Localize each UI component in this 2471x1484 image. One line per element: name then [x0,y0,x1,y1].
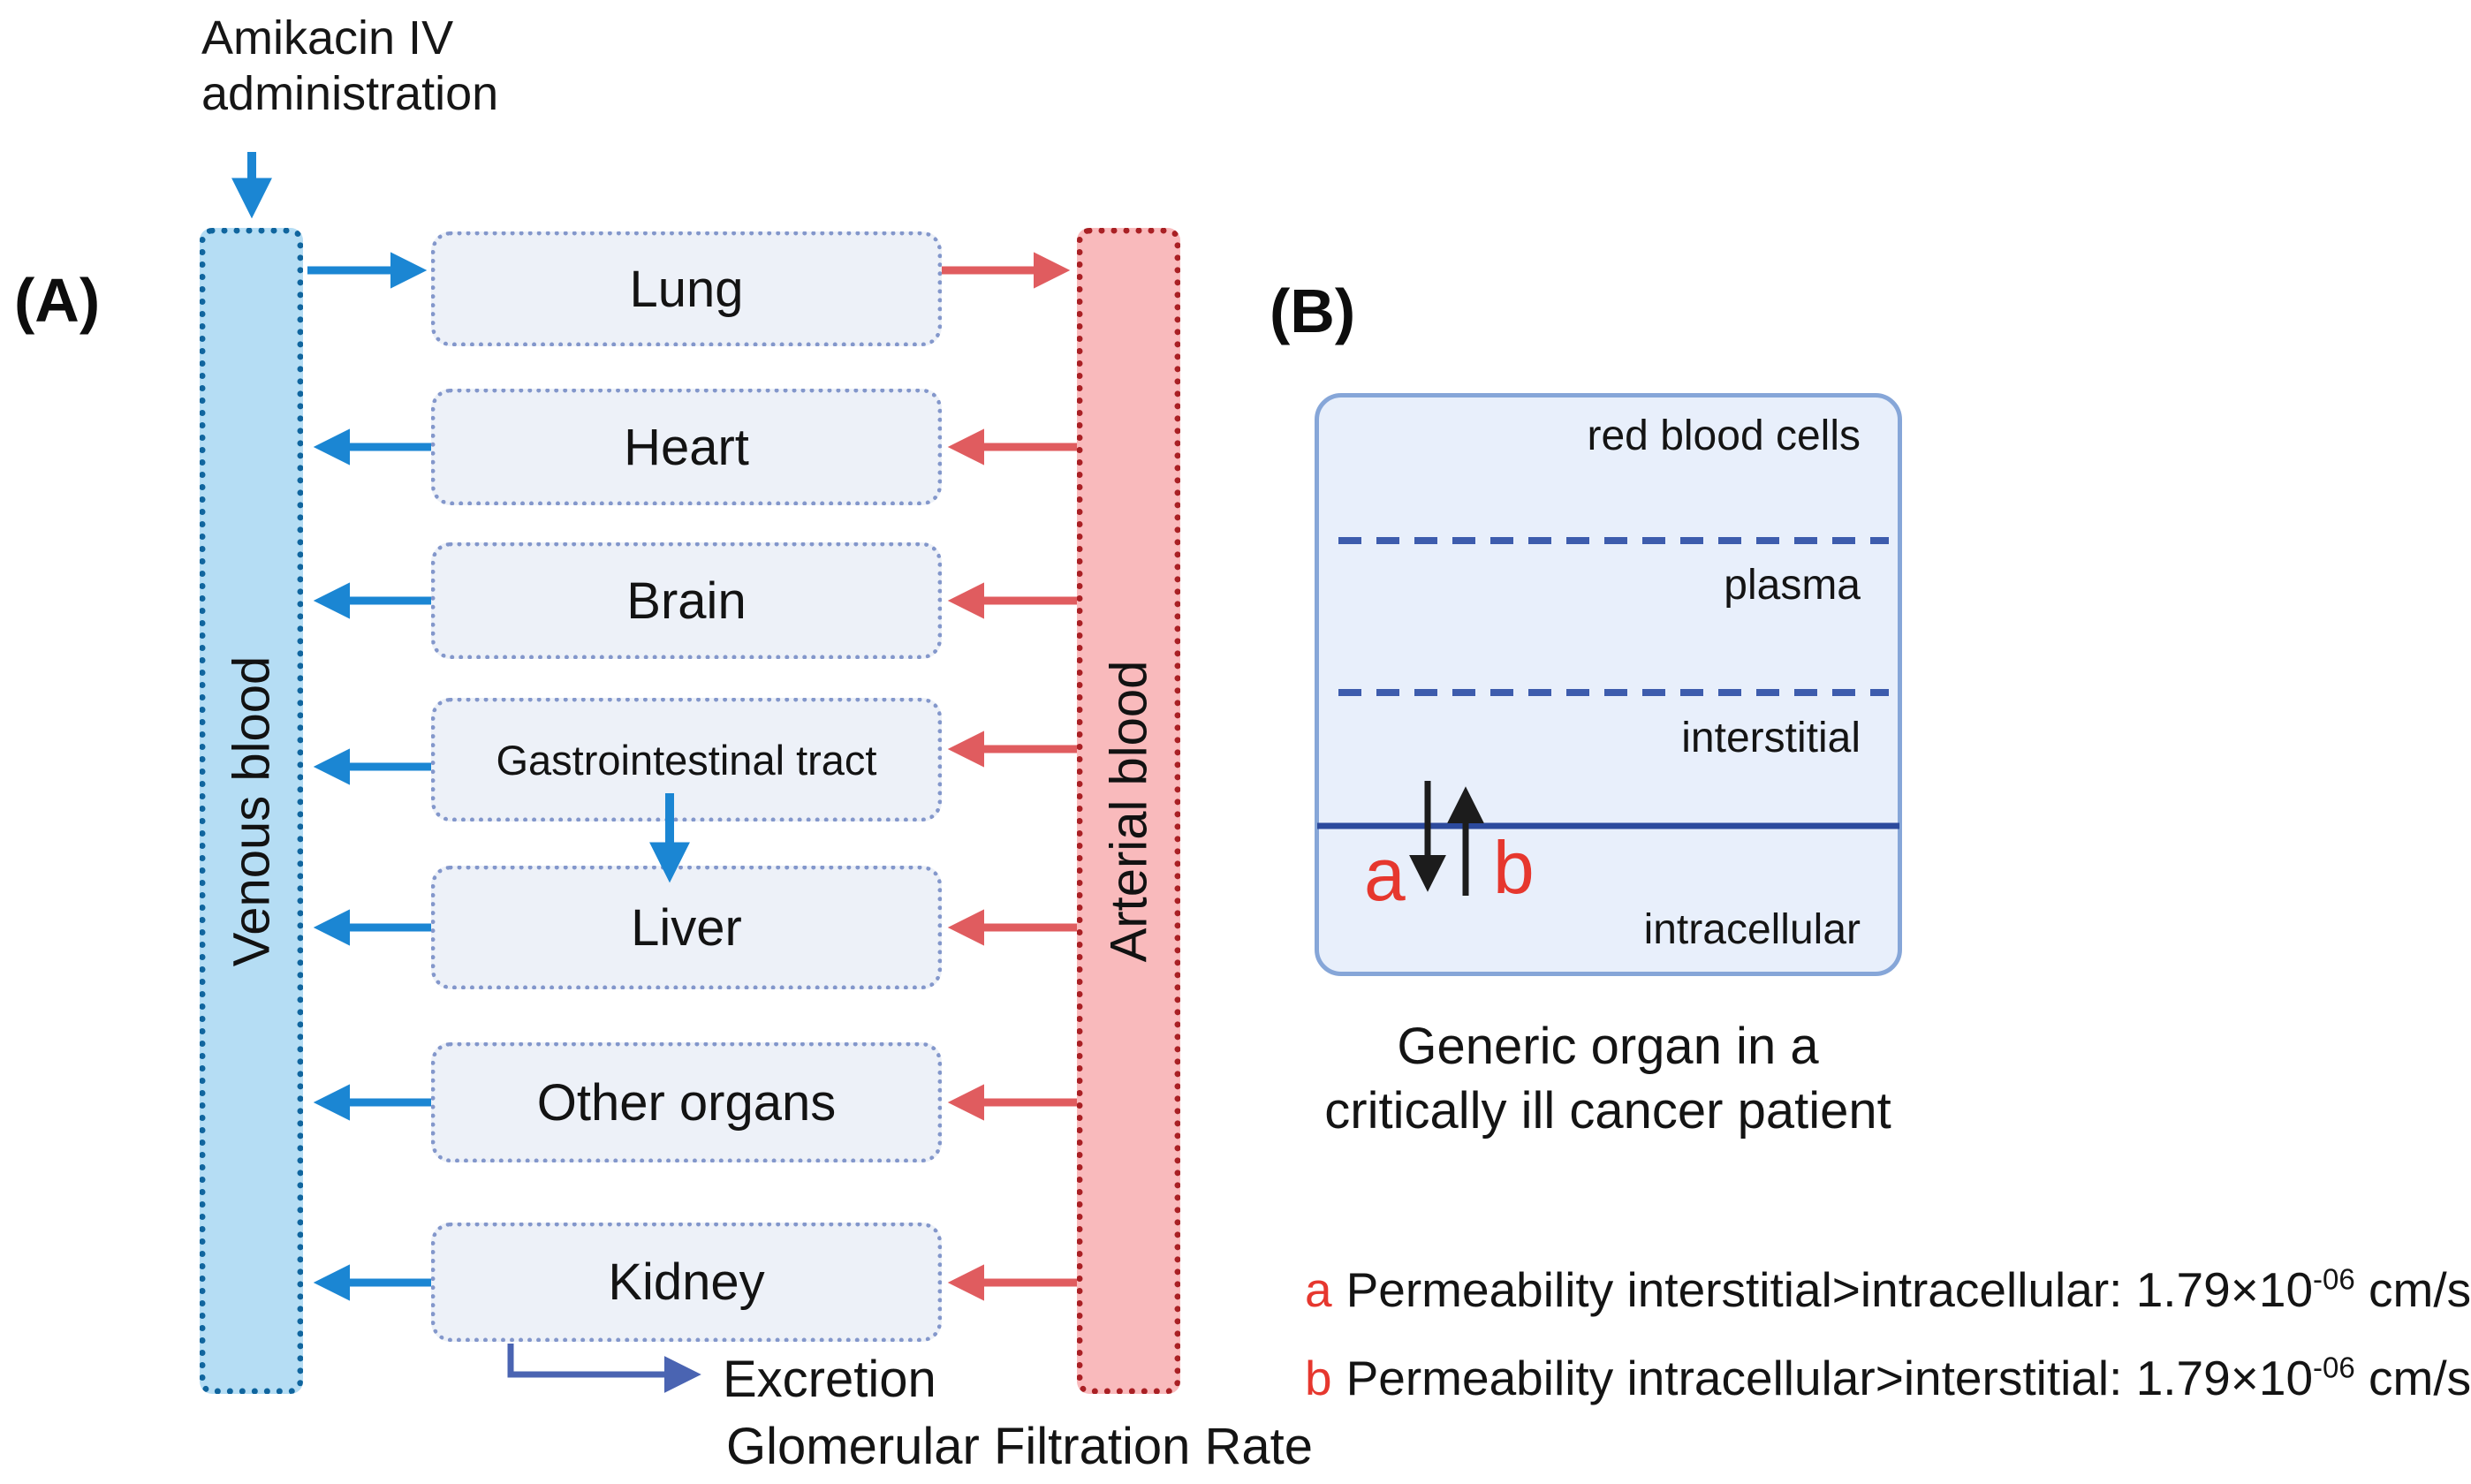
kidney-to-excretion-arrow [507,1344,701,1393]
venous-blood-label: Venous blood [223,655,281,966]
glomerular-filtration-rate-label: Glomerular Filtration Rate [726,1418,1313,1475]
note-a-key: a [1305,1262,1332,1317]
note-b-body: Permeability intracellular>interstitial:… [1345,1351,2314,1405]
arterial-blood-label: Arterial blood [1100,660,1157,962]
iv-administration-title: Amikacin IV administration [201,11,498,122]
flux-a-letter: a [1364,833,1406,916]
compartment-intracellular: intracellular [1643,906,1861,953]
arterial-blood-compartment: Arterial blood [1077,228,1180,1394]
organ-label-gastrointestinal-tract: Gastrointestinal tract [496,736,877,784]
organ-box-kidney: Kidney [431,1223,942,1342]
organ-label-brain: Brain [626,572,747,630]
compartment-interstitial: interstitial [1681,715,1861,761]
iv-administration-line1: Amikacin IV [201,11,454,64]
organ-box-brain: Brain [431,542,942,659]
caption-line2: critically ill cancer patient [1324,1082,1891,1140]
organ-label-liver: Liver [631,898,742,957]
organ-label-kidney: Kidney [608,1253,765,1311]
note-b-unit: cm/s [2354,1351,2471,1405]
iv-administration-line2: administration [201,67,499,120]
organ-box-lung: Lung [431,231,942,346]
compartment-plasma: plasma [1724,562,1861,609]
organ-box-heart: Heart [431,389,942,505]
note-a-unit: cm/s [2354,1262,2471,1317]
compartment-red-blood-cells: red blood cells [1587,413,1861,459]
generic-organ-caption: Generic organ in a critically ill cancer… [1299,1014,1917,1143]
excretion-label: Excretion [723,1351,936,1408]
organ-label-heart: Heart [624,418,749,476]
organ-box-gastrointestinal-tract: Gastrointestinal tract [431,698,942,822]
organ-box-liver: Liver [431,866,942,989]
caption-line1: Generic organ in a [1397,1018,1819,1075]
panel-b-label: (B) [1270,276,1356,345]
note-b-key: b [1305,1351,1332,1405]
organ-label-lung: Lung [629,260,744,318]
flux-b-letter: b [1493,826,1535,909]
note-b-exponent: -06 [2313,1351,2355,1384]
note-a-body: Permeability interstitial>intracellular:… [1345,1262,2314,1317]
venous-blood-compartment: Venous blood [200,228,303,1394]
panel-a-label: (A) [14,266,101,335]
note-a-exponent: -06 [2313,1262,2355,1296]
organ-box-other-organs: Other organs [431,1042,942,1162]
organ-label-other-organs: Other organs [536,1073,837,1132]
